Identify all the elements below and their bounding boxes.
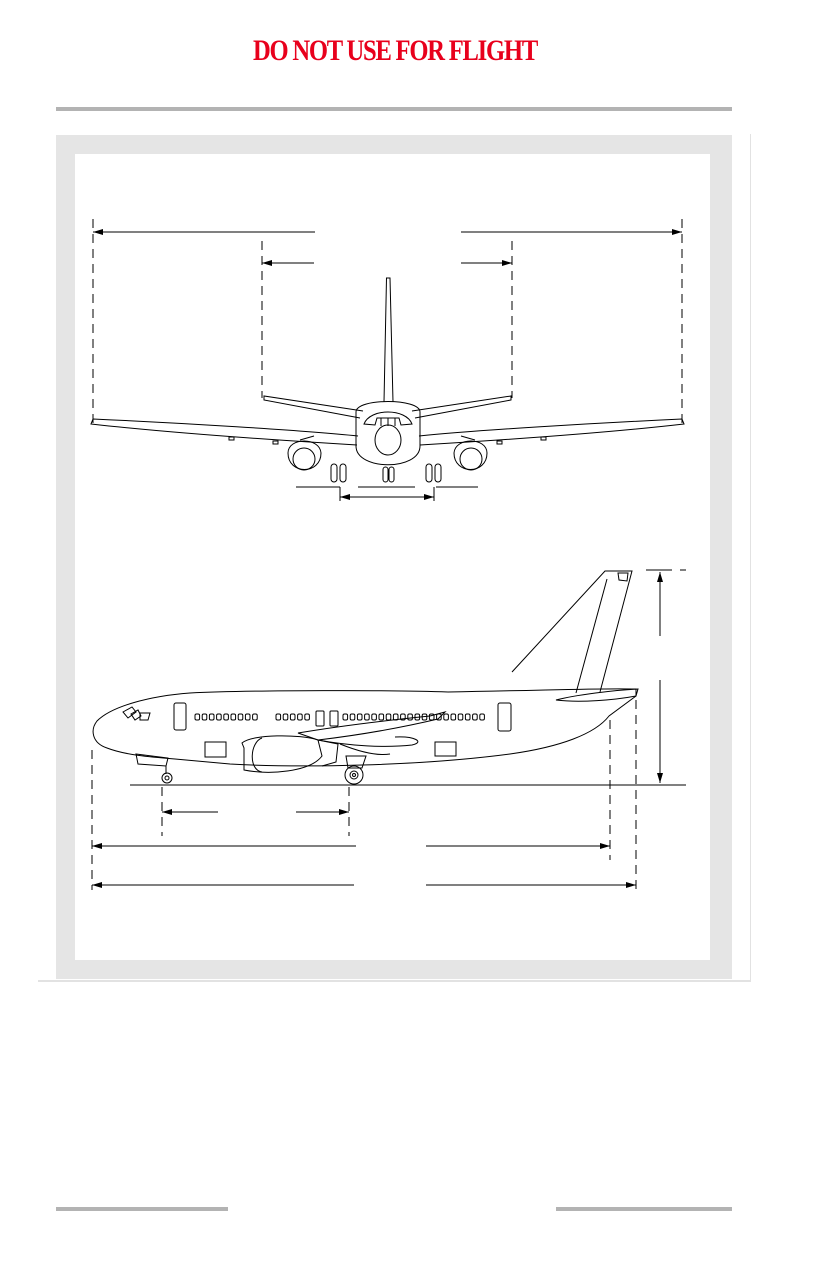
front-left-stabilizer <box>263 395 364 419</box>
cabin-window <box>289 713 296 721</box>
cabin-window <box>385 713 392 721</box>
cabin-window <box>356 713 363 721</box>
cabin-window <box>472 713 478 721</box>
side-main-gear <box>344 755 367 785</box>
cabin-window <box>252 713 258 721</box>
front-flap-fairings <box>228 436 547 445</box>
cabin-window <box>378 713 385 721</box>
footer-rule-left <box>56 1207 228 1211</box>
side-cabin-windows <box>194 713 485 721</box>
front-view <box>90 219 685 501</box>
side-height-dimension <box>646 569 686 783</box>
cabin-window <box>275 713 282 721</box>
front-left-wing <box>90 418 359 446</box>
cabin-window <box>443 713 449 721</box>
cabin-window <box>216 713 222 721</box>
front-main-gear-right <box>425 463 442 483</box>
cabin-window <box>208 713 215 721</box>
front-left-engine <box>287 435 322 471</box>
cabin-window <box>407 713 413 721</box>
header-rule <box>56 107 732 111</box>
side-engine <box>241 735 323 773</box>
front-nose-radome <box>374 424 402 456</box>
cabin-window <box>342 713 349 721</box>
cabin-window <box>223 713 229 721</box>
front-right-stabilizer <box>411 395 512 419</box>
figure-sheet <box>75 154 710 960</box>
footer-rule-right <box>556 1207 732 1211</box>
front-main-gear-left <box>330 463 347 483</box>
cabin-window <box>201 713 208 721</box>
cabin-window <box>479 713 485 721</box>
front-stabilizer-extension-lines <box>261 241 513 398</box>
cabin-window <box>371 713 377 721</box>
cabin-window <box>364 713 370 721</box>
front-nose-gear <box>382 466 395 483</box>
front-wheel-track-dimension <box>339 487 435 501</box>
cabin-window <box>237 713 244 721</box>
side-vertical-tail <box>511 570 633 693</box>
do-not-use-for-flight-banner: DO NOT USE FOR FLIGHT <box>252 34 538 67</box>
side-nose-gear <box>135 753 173 784</box>
front-cockpit-windows <box>363 411 413 426</box>
front-fuselage <box>355 401 421 466</box>
cabin-window <box>464 713 471 721</box>
side-length-extension-lines <box>91 700 637 890</box>
front-right-wing <box>418 418 685 446</box>
cabin-window <box>297 713 303 721</box>
front-right-engine <box>453 435 488 471</box>
cabin-window <box>304 713 310 721</box>
side-aft-door <box>497 702 512 732</box>
cabin-window <box>400 713 406 721</box>
side-view <box>91 569 686 890</box>
cabin-window <box>450 713 457 721</box>
cabin-window <box>244 713 251 721</box>
side-wheelbase-dimension <box>161 787 350 836</box>
front-vertical-fin <box>383 277 394 403</box>
cabin-window <box>230 713 237 721</box>
side-aft-cargo-door <box>434 741 457 757</box>
side-wing <box>297 711 447 741</box>
cabin-window <box>194 713 201 721</box>
side-fuselage <box>92 688 637 767</box>
cabin-window <box>349 713 356 721</box>
side-forward-door <box>173 702 187 731</box>
side-horizontal-stabilizer <box>555 688 639 702</box>
side-overwing-exit <box>315 710 325 727</box>
cabin-window <box>457 713 464 721</box>
side-forward-cargo-door <box>204 741 227 758</box>
side-cockpit-windows <box>122 706 151 721</box>
cabin-window <box>282 713 289 721</box>
front-span-extension-lines <box>92 219 683 424</box>
